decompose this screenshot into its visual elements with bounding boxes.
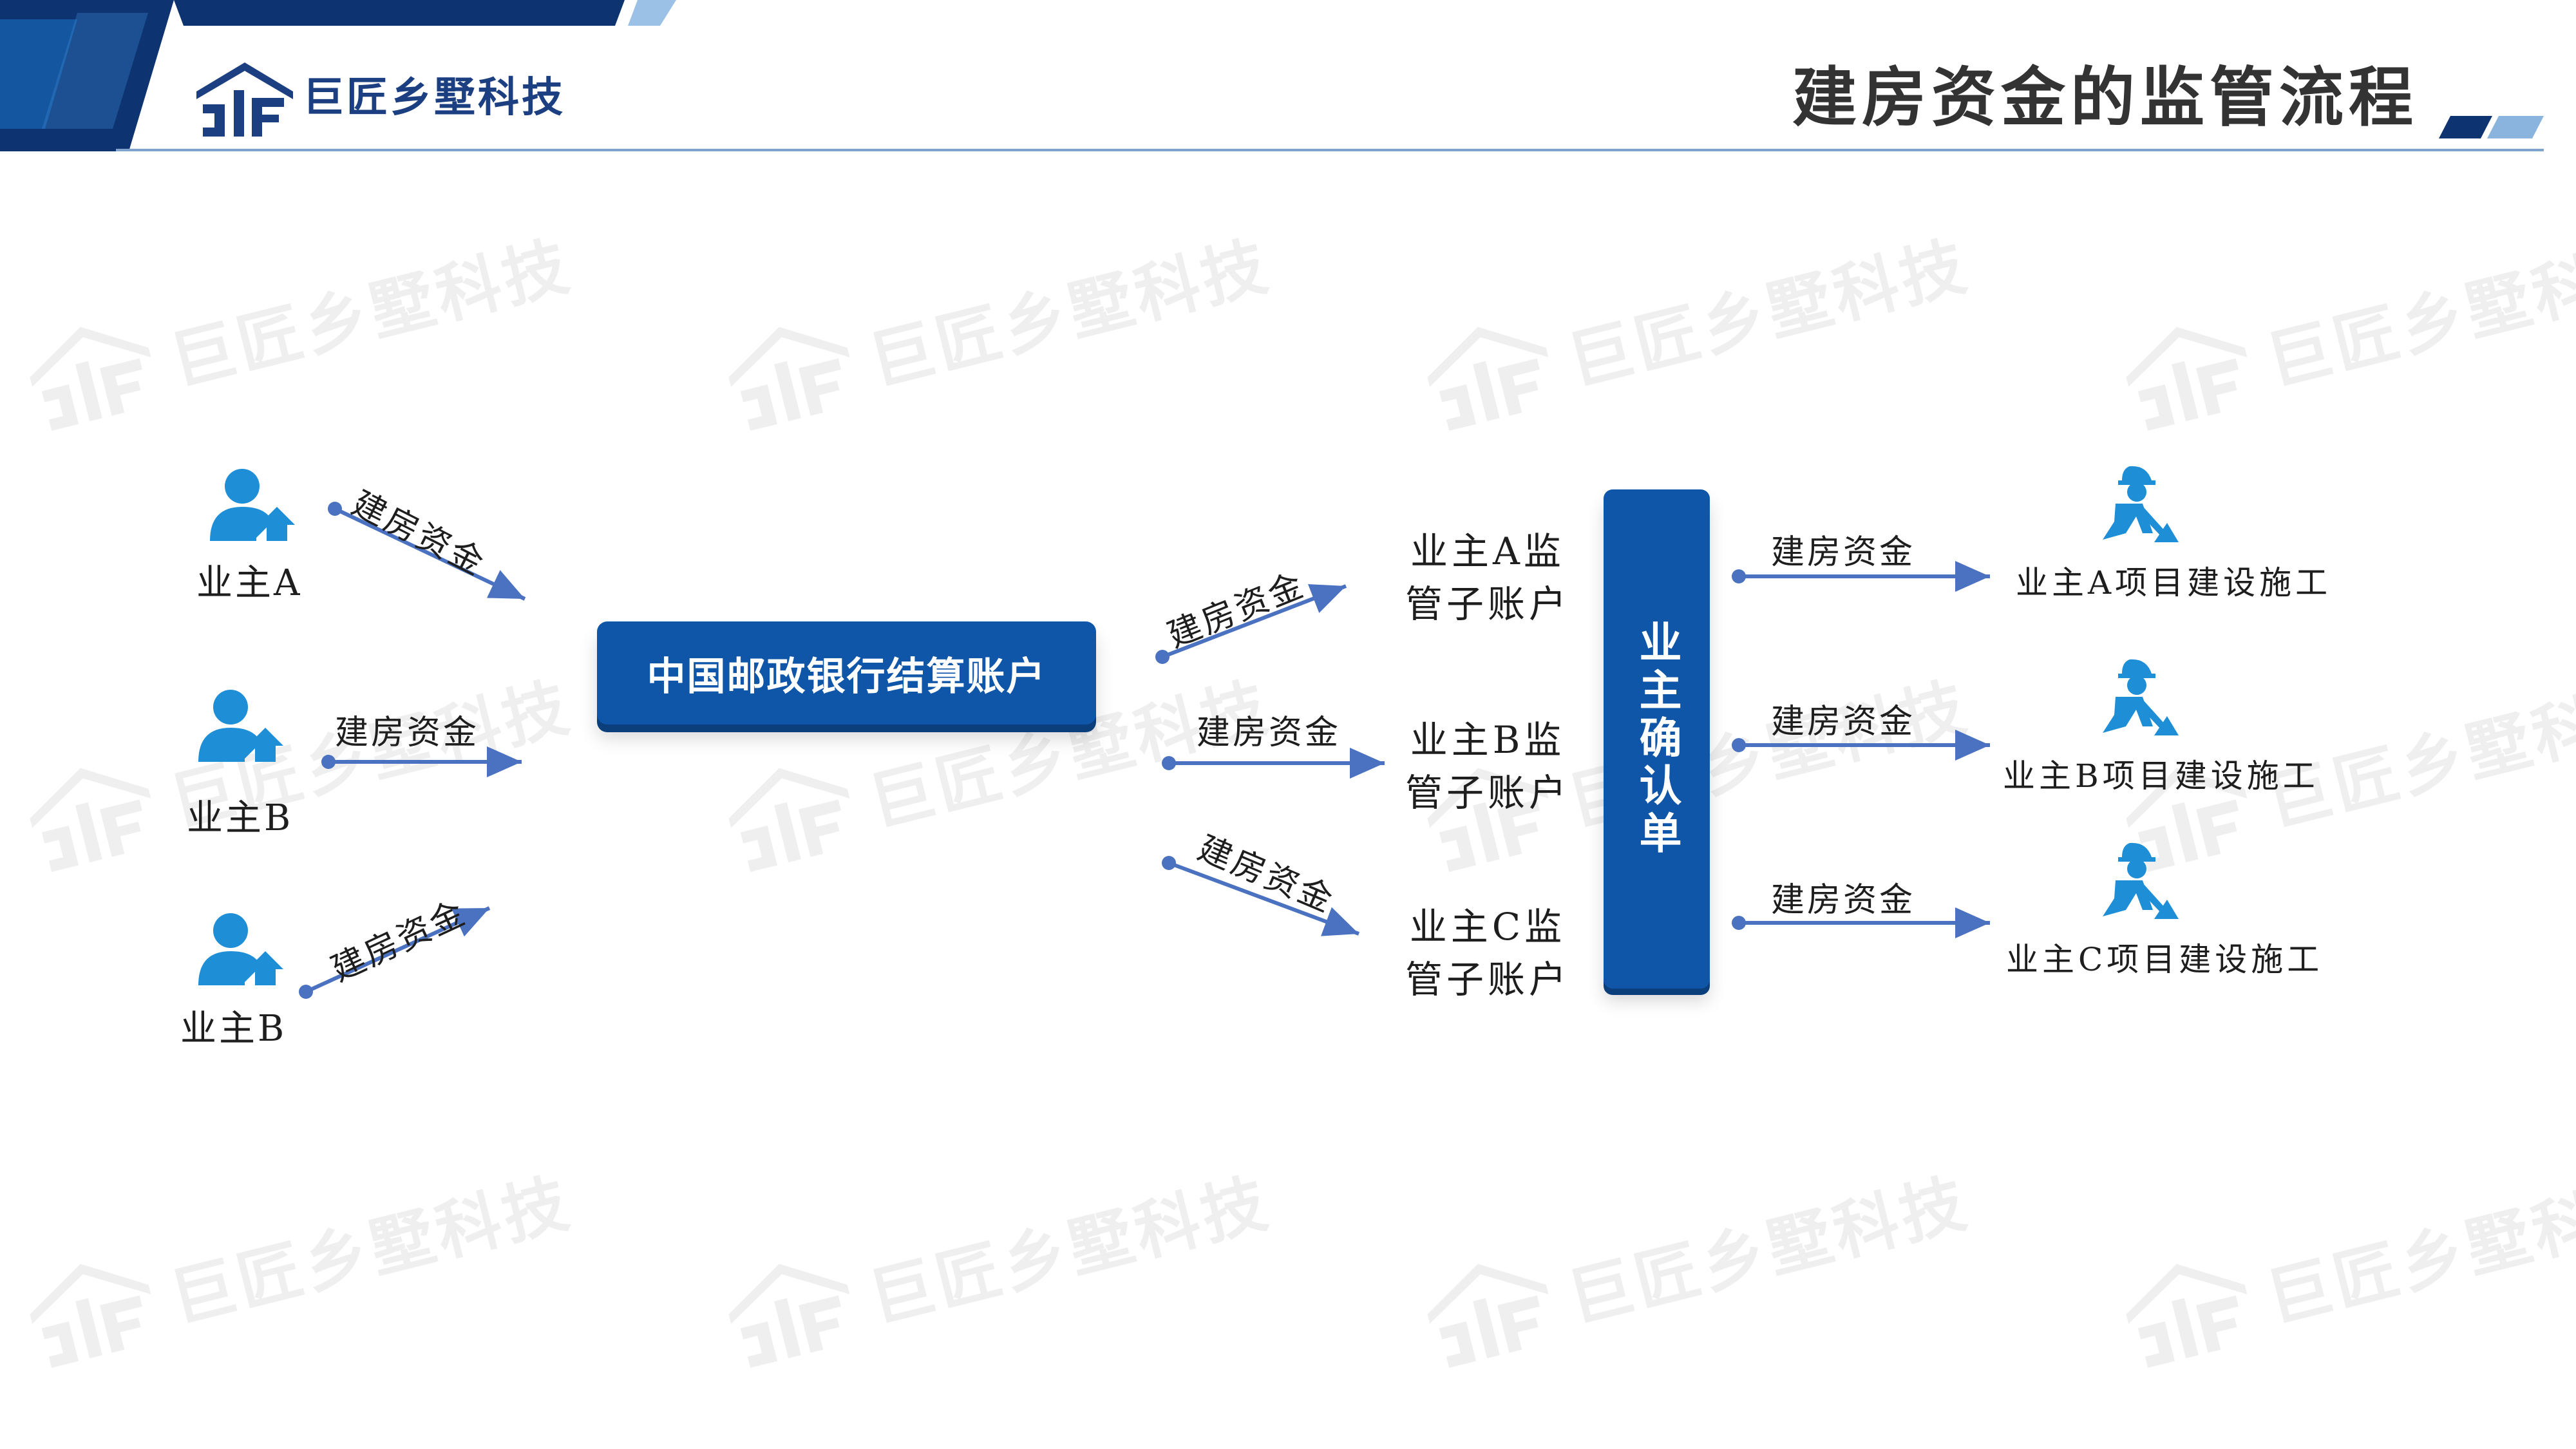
watermark-logo-icon <box>30 768 151 872</box>
construction-worker-icon <box>2103 659 2179 735</box>
watermark-logo-icon <box>1427 1264 1549 1368</box>
watermark: 巨匠乡墅科技 <box>13 182 579 472</box>
watermark-logo-icon <box>728 327 850 431</box>
watermark: 巨匠乡墅科技 <box>1410 182 1976 472</box>
construction-worker-icon <box>2103 466 2179 542</box>
project-label: 业主A项目建设施工 <box>2016 564 2332 601</box>
watermark: 巨匠乡墅科技 <box>13 1119 579 1409</box>
sub-account-label: 业主C监管子账户 <box>1405 905 1570 1001</box>
person-house-icon <box>210 469 295 541</box>
page-title: 建房资金的监管流程 <box>1792 60 2418 135</box>
arrow-owner-a <box>334 507 526 601</box>
flow-label: 建房资金 <box>335 714 480 752</box>
watermark: 巨匠乡墅科技 <box>2109 182 2576 472</box>
flow-label: 建房资金 <box>1197 714 1341 752</box>
confirmation-label: 业主确认单 <box>1632 620 1682 858</box>
header-divider <box>116 149 2544 151</box>
brand-name: 巨匠乡墅科技 <box>303 74 565 122</box>
project-label: 业主B项目建设施工 <box>2003 757 2319 795</box>
watermark-logo-icon <box>2126 768 2248 872</box>
watermark-logo-icon <box>30 327 151 431</box>
arrow-owner-b2 <box>305 906 491 994</box>
project-label: 业主C项目建设施工 <box>2006 941 2324 978</box>
arrow-sub-a <box>1161 584 1347 659</box>
watermark-logo-icon <box>1427 768 1549 872</box>
person-house-icon <box>198 913 283 985</box>
sub-account-label: 业主A监管子账户 <box>1405 529 1570 626</box>
flow-label: 建房资金 <box>1771 881 1916 920</box>
watermark-logo-icon <box>30 1264 151 1368</box>
header-decoration <box>0 0 2544 151</box>
arrow-sub-c <box>1168 861 1360 936</box>
watermark: 巨匠乡墅科技 <box>13 623 579 913</box>
watermark: 巨匠乡墅科技 <box>712 1119 1278 1409</box>
construction-worker-icon <box>2103 842 2179 919</box>
person-house-icon <box>198 690 283 762</box>
watermark: 巨匠乡墅科技 <box>712 623 1278 913</box>
watermark-logo-icon <box>728 768 850 872</box>
sub-account-label: 业主B监管子账户 <box>1405 718 1570 815</box>
watermark-logo-icon <box>2126 327 2248 431</box>
watermark: 巨匠乡墅科技 <box>712 182 1278 472</box>
flow-label: 建房资金 <box>1771 703 1916 741</box>
owner-label: 业主B <box>187 797 294 839</box>
brand-logo-icon <box>196 62 293 137</box>
flow-label: 建房资金 <box>1771 533 1916 572</box>
owner-confirmation: 业主确认单 <box>1604 489 1710 989</box>
watermark: 巨匠乡墅科技 <box>2109 623 2576 913</box>
owner-label: 业主B <box>180 1008 287 1050</box>
watermark-logo-icon <box>1427 327 1549 431</box>
watermark: 巨匠乡墅科技 <box>1410 623 1976 913</box>
owner-label: 业主A <box>196 562 303 604</box>
bank-settlement-account: 中国邮政银行结算账户 <box>597 621 1096 724</box>
watermark: 巨匠乡墅科技 <box>2109 1119 2576 1409</box>
watermark-logo-icon <box>728 1264 850 1368</box>
watermark-logo-icon <box>2126 1264 2248 1368</box>
watermark: 巨匠乡墅科技 <box>1410 1119 1976 1409</box>
